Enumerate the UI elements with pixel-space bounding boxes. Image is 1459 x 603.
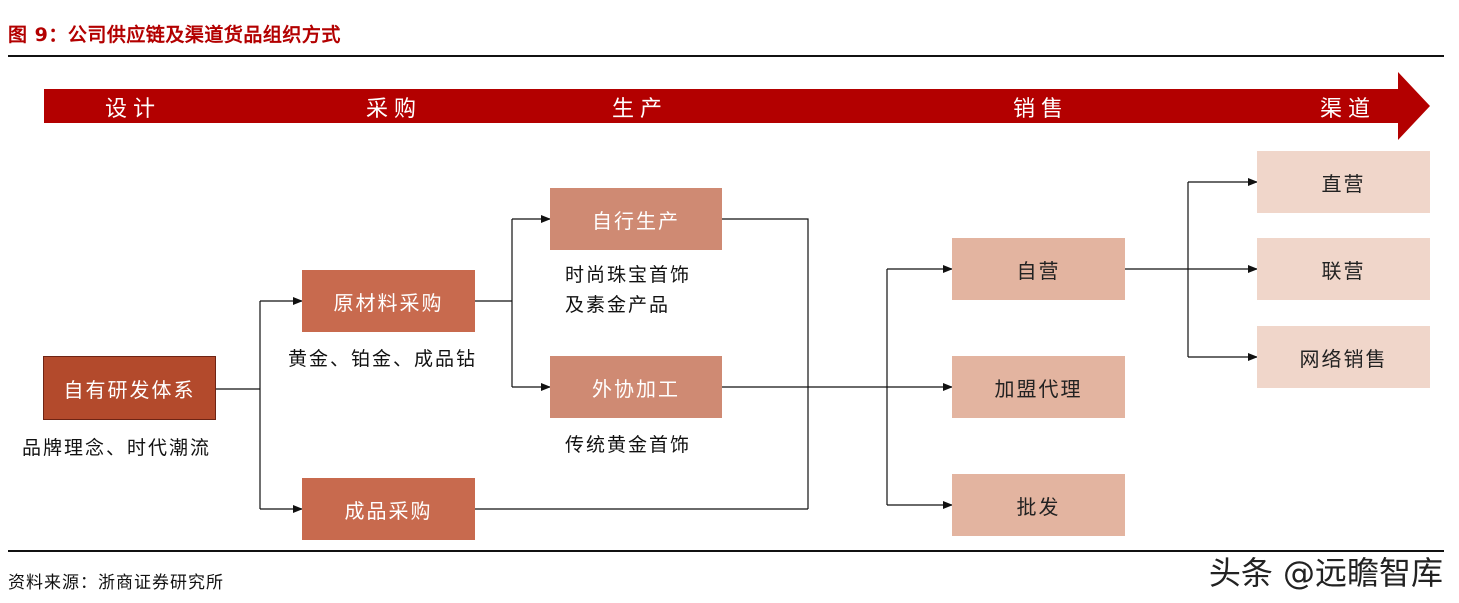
- note-rnd: 品牌理念、时代潮流: [22, 437, 212, 459]
- stage-design: 设计: [105, 97, 162, 122]
- note-self-production-line1: 时尚珠宝首饰: [565, 264, 692, 286]
- node-raw-material-purchase: 原材料采购: [302, 270, 475, 332]
- node-direct-store: 直营: [1257, 151, 1430, 213]
- source-note: 资料来源：浙商证券研究所: [8, 573, 224, 593]
- stage-banner-arrow: [44, 72, 1430, 140]
- node-franchise-agency: 加盟代理: [952, 356, 1125, 418]
- note-self-production-line2: 及素金产品: [565, 294, 671, 316]
- node-online-sales: 网络销售: [1257, 326, 1430, 388]
- node-rnd-system: 自有研发体系: [43, 356, 216, 420]
- page-title: 图 9：公司供应链及渠道货品组织方式: [8, 24, 341, 46]
- node-outsourced-processing: 外协加工: [550, 356, 722, 418]
- bottom-divider: [8, 550, 1444, 552]
- stage-channel: 渠道: [1320, 97, 1377, 122]
- watermark: 头条 @远瞻智库: [1208, 554, 1443, 592]
- top-divider: [8, 55, 1444, 57]
- node-self-operated: 自营: [952, 238, 1125, 300]
- node-wholesale: 批发: [952, 474, 1125, 536]
- stage-production: 生产: [612, 97, 669, 122]
- note-raw-materials: 黄金、铂金、成品钻: [288, 348, 478, 370]
- node-joint-operation: 联营: [1257, 238, 1430, 300]
- note-outsourcing: 传统黄金首饰: [565, 434, 692, 456]
- node-self-production: 自行生产: [550, 188, 722, 250]
- node-finished-goods-purchase: 成品采购: [302, 478, 475, 540]
- stage-purchase: 采购: [366, 97, 423, 122]
- stage-sales: 销售: [1013, 97, 1070, 122]
